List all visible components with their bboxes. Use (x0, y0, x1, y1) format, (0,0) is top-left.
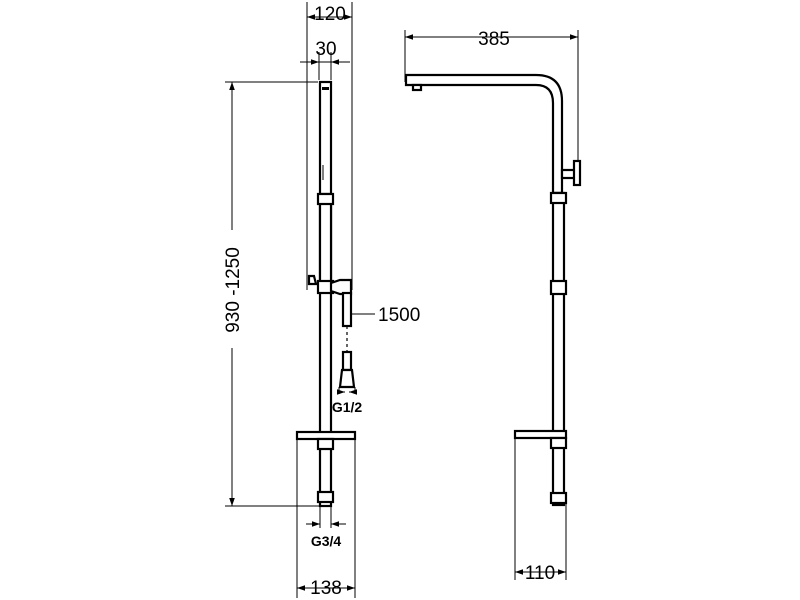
dim-inlet-thread: G3/4 (306, 506, 346, 549)
dim-top-width: 120 (307, 4, 352, 25)
dim-hose-length: 1500 (351, 305, 420, 326)
dim-shelf-width-label: 138 (310, 578, 342, 599)
side-view: 385 110 (404, 29, 582, 584)
dim-shelf-depth: 110 (514, 438, 567, 584)
dim-top-width-label: 120 (314, 4, 346, 25)
rain-head (411, 83, 423, 92)
hose-connector (329, 278, 353, 296)
hose-nut (338, 368, 356, 389)
diverter-knob (572, 159, 582, 187)
dim-arm-reach-label: 385 (478, 29, 510, 50)
dim-arm-reach: 385 (404, 29, 579, 160)
dim-hose-length-label: 1500 (378, 305, 420, 326)
dim-handshower-width-label: 30 (315, 39, 336, 60)
dim-inlet-thread-label: G3/4 (311, 533, 342, 549)
side-rail (551, 191, 566, 507)
dim-handshower-width: 30 (300, 39, 350, 65)
dim-hose-thread: G1/2 (332, 387, 363, 415)
side-shelf (513, 429, 568, 440)
dim-height-range-label: 930 -1250 (223, 247, 244, 333)
dim-shelf-width: 138 (296, 439, 356, 599)
shower-rail (318, 192, 333, 508)
dim-shelf-depth-label: 110 (525, 563, 555, 584)
dim-height-range: 930 -1250 (222, 81, 330, 507)
dim-hose-thread-label: G1/2 (332, 399, 363, 415)
front-view: 120 30 930 -1250 (222, 2, 420, 599)
shower-arm (404, 73, 564, 195)
